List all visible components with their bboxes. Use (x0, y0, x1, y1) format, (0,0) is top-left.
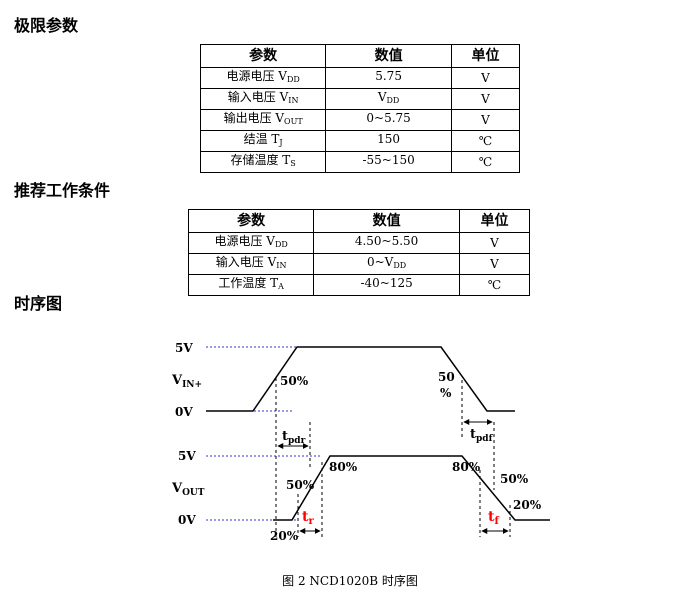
column-header: 单位 (458, 209, 531, 233)
column-header: 参数 (199, 44, 327, 68)
rise-50-label: 50% (286, 478, 315, 492)
table-header-row: 参数 数值 单位 (199, 44, 521, 68)
unit-cell: V (450, 88, 521, 110)
table-row: 输入电压 VIN 0~VDD V (187, 253, 531, 275)
value-cell: -40~125 (313, 274, 460, 296)
rise-80-label: 80% (329, 460, 358, 474)
unit-cell: ℃ (450, 151, 521, 173)
column-header: 数值 (313, 209, 460, 233)
vin-fall-pct-a: 50 (438, 370, 455, 384)
fall-50-label: 50% (500, 472, 529, 486)
param-cell: 输出电压 VOUT (199, 109, 327, 131)
tpdr-label: tpdr (282, 429, 306, 446)
table-header-row: 参数 数值 单位 (187, 209, 531, 233)
table-row: 工作温度 TA -40~125 ℃ (187, 274, 531, 296)
value-cell: 0~VDD (313, 253, 460, 275)
column-header: 参数 (187, 209, 315, 233)
fall-20-label: 20% (513, 498, 542, 512)
table-row: 存储温度 TS -55~150 ℃ (199, 151, 521, 173)
vout-signal-label: VOUT (171, 481, 205, 498)
limits-heading: 极限参数 (14, 16, 79, 35)
vin-waveform (206, 346, 515, 412)
unit-cell: ℃ (450, 130, 521, 152)
vout-waveform (273, 455, 550, 521)
vin-0v-label: 0V (175, 405, 193, 419)
value-cell: -55~150 (325, 151, 452, 173)
absolute-max-table: 参数 数值 单位 电源电压 VDD 5.75 V 输入电压 VIN VDD V … (199, 44, 521, 173)
unit-cell: V (458, 253, 531, 275)
vin-rise-pct: 50% (280, 374, 309, 388)
vout-5v-label: 5V (178, 449, 196, 463)
tf-label: tf (488, 509, 499, 527)
unit-cell: V (450, 67, 521, 89)
timing-heading: 时序图 (14, 294, 63, 313)
param-cell: 存储温度 TS (199, 151, 327, 173)
table-row: 输出电压 VOUT 0~5.75 V (199, 109, 521, 131)
tr-label: tr (302, 509, 314, 527)
table-row: 输入电压 VIN VDD V (199, 88, 521, 110)
recommended-conditions-table: 参数 数值 单位 电源电压 VDD 4.50~5.50 V 输入电压 VIN 0… (187, 209, 531, 296)
vin-signal-label: VIN+ (171, 373, 202, 390)
value-cell: VDD (325, 88, 452, 110)
param-cell: 输入电压 VIN (187, 253, 315, 275)
timing-diagram: 5V 0V VIN+ 50% 50 % tpdr tpdf 5V 0V VOUT… (171, 341, 550, 543)
vin-5v-label: 5V (175, 341, 193, 355)
param-cell: 输入电压 VIN (199, 88, 327, 110)
vin-fall-pct-b: % (440, 386, 452, 400)
value-cell: 5.75 (325, 67, 452, 89)
unit-cell: ℃ (458, 274, 531, 296)
fall-80-label: 80% (452, 460, 481, 474)
column-header: 数值 (325, 44, 452, 68)
param-cell: 电源电压 VDD (199, 67, 327, 89)
table-row: 电源电压 VDD 4.50~5.50 V (187, 232, 531, 254)
value-cell: 0~5.75 (325, 109, 452, 131)
value-cell: 150 (325, 130, 452, 152)
param-cell: 工作温度 TA (187, 274, 315, 296)
recommended-heading: 推荐工作条件 (14, 181, 111, 200)
param-cell: 电源电压 VDD (187, 232, 315, 254)
value-cell: 4.50~5.50 (313, 232, 460, 254)
column-header: 单位 (450, 44, 521, 68)
table-row: 电源电压 VDD 5.75 V (199, 67, 521, 89)
tpdf-label: tpdf (470, 427, 494, 444)
figure-caption: 图 2 NCD1020B 时序图 (282, 574, 418, 588)
unit-cell: V (450, 109, 521, 131)
table-row: 结温 TJ 150 ℃ (199, 130, 521, 152)
unit-cell: V (458, 232, 531, 254)
param-cell: 结温 TJ (199, 130, 327, 152)
rise-20-label: 20% (270, 529, 299, 543)
vout-0v-label: 0V (178, 513, 196, 527)
